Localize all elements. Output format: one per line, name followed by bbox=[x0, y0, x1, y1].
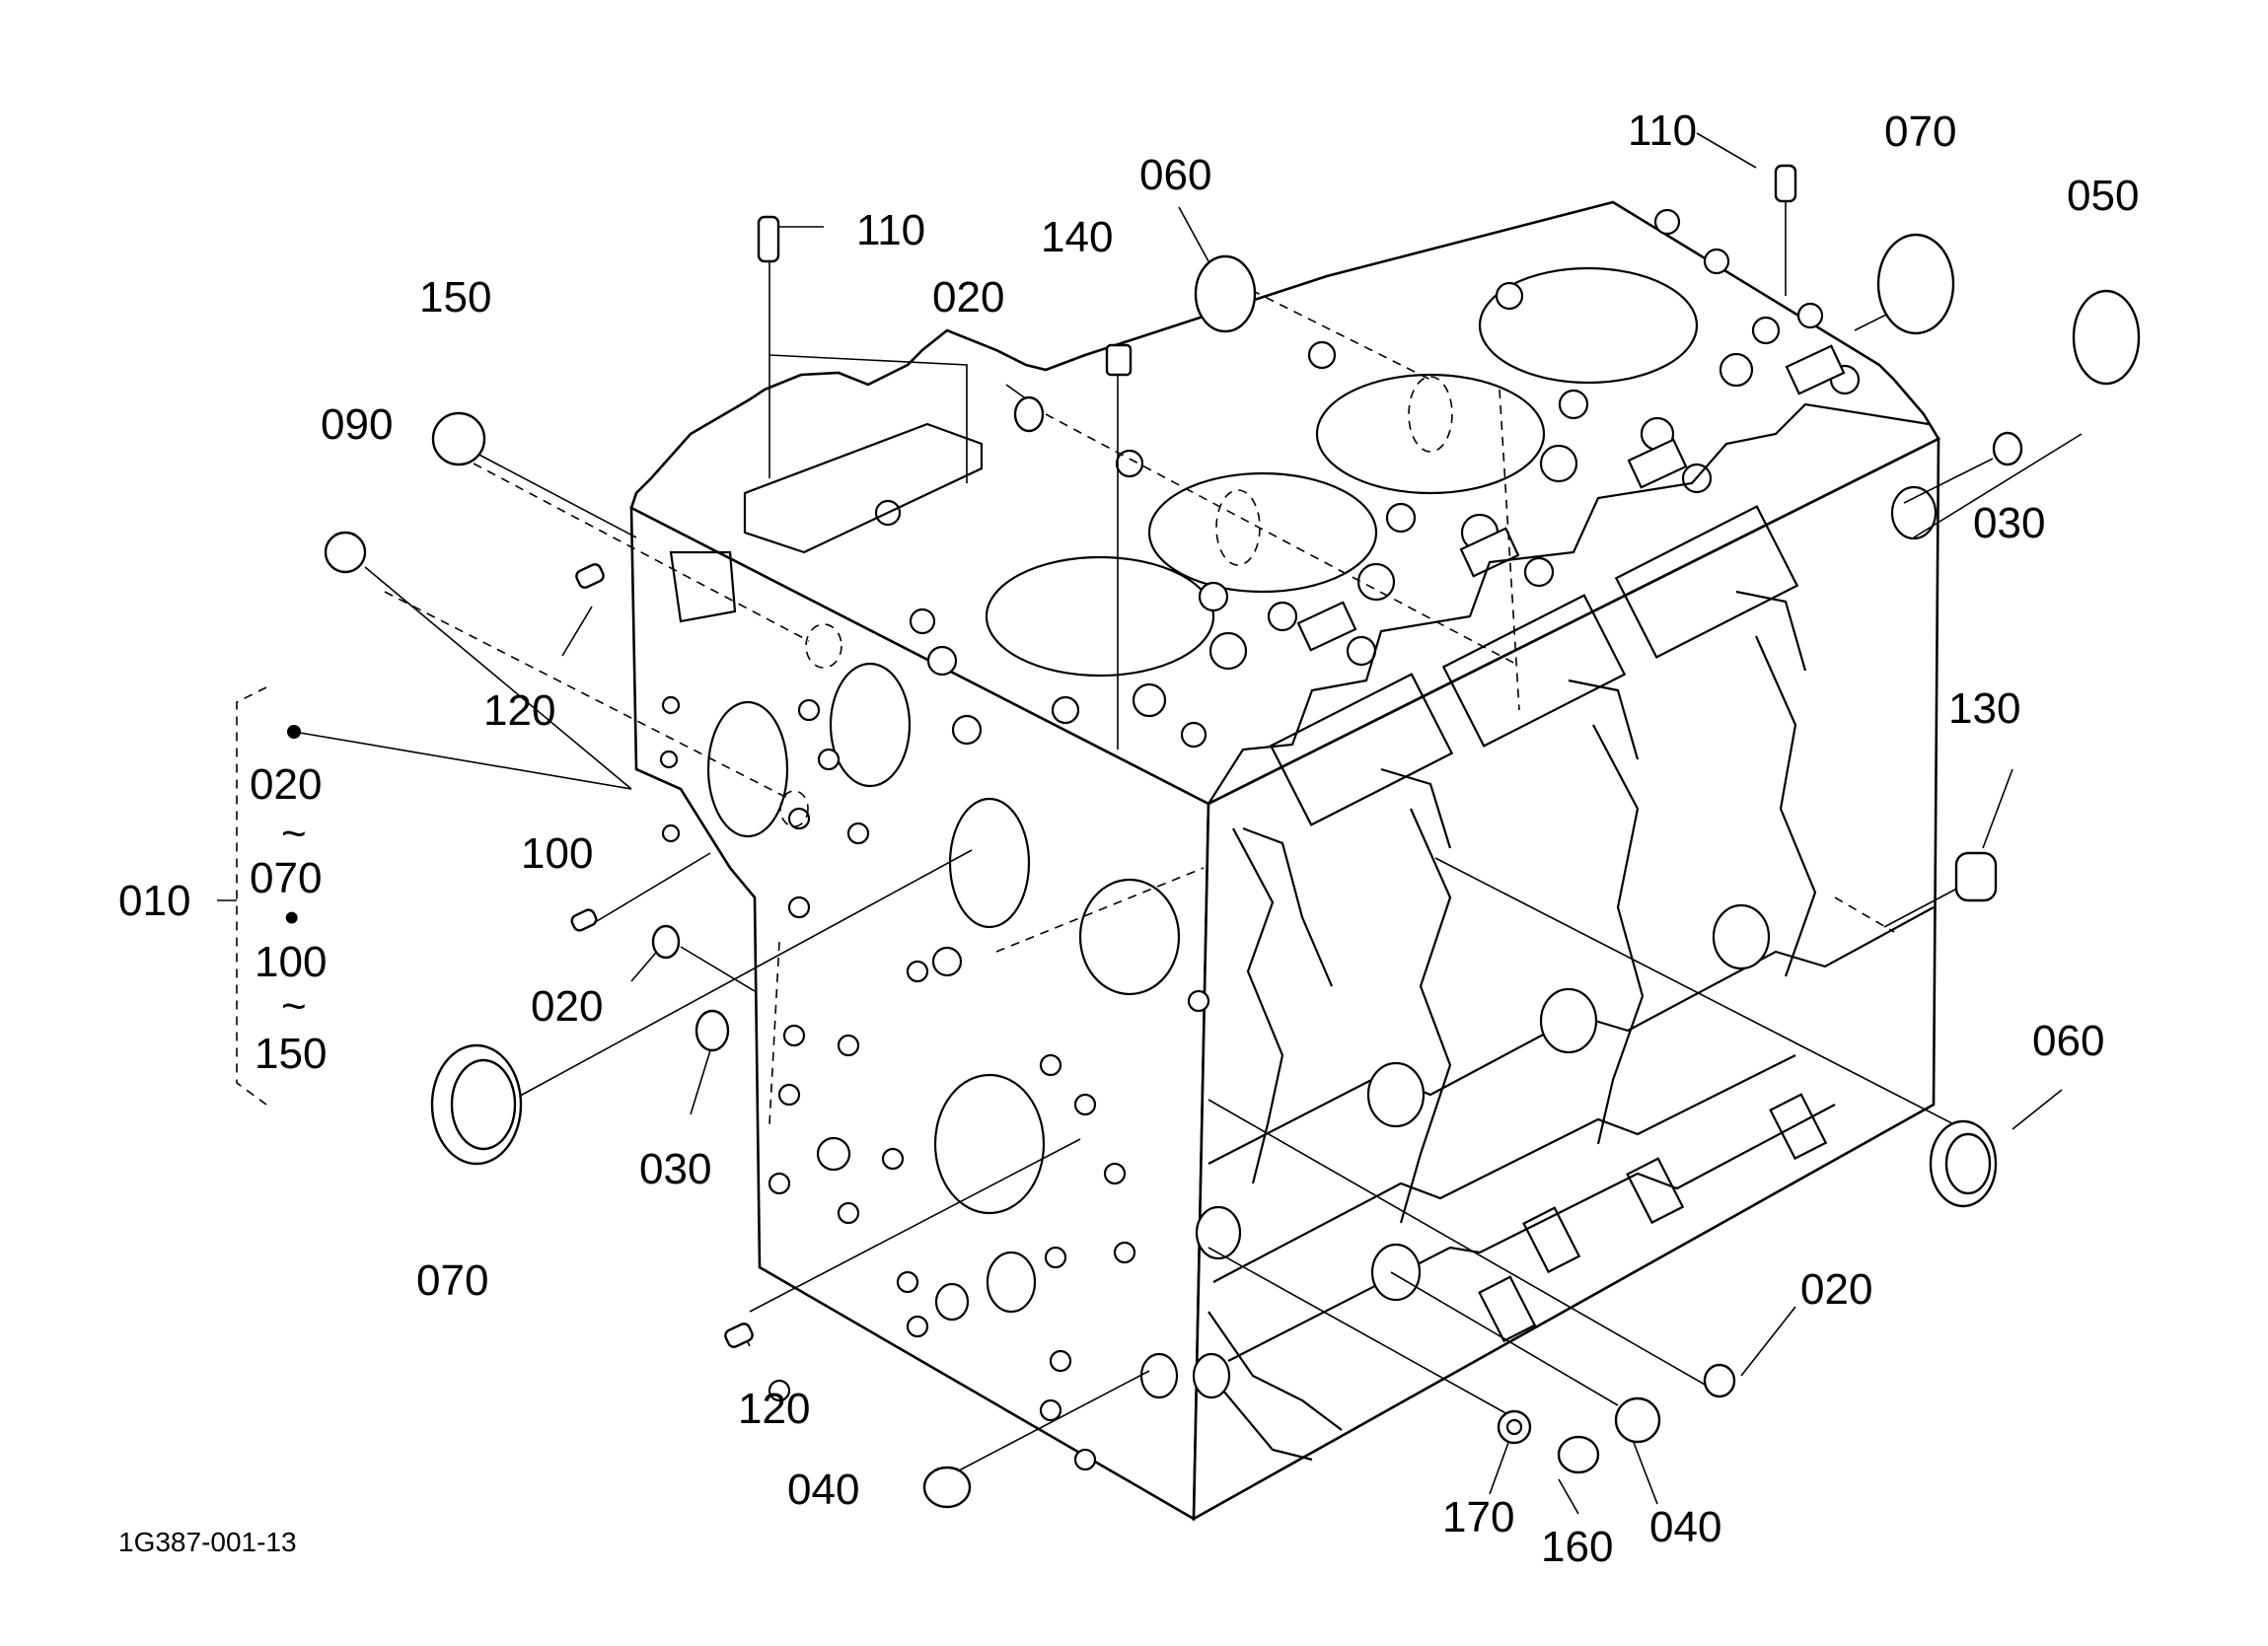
diagram-code: 1G387-001-13 bbox=[118, 1527, 297, 1557]
callout-060-top: 060 bbox=[1139, 151, 1211, 199]
callout-120-lower: 120 bbox=[738, 1385, 810, 1433]
group-range-a-from: 020 bbox=[250, 760, 322, 809]
callout-160: 160 bbox=[1541, 1523, 1613, 1571]
callout-130: 130 bbox=[1948, 684, 2020, 733]
loose-parts bbox=[324, 164, 2141, 1509]
callout-020-top: 020 bbox=[932, 273, 1004, 322]
front-face-holes bbox=[659, 695, 1210, 1471]
callout-020-right: 020 bbox=[1800, 1265, 1872, 1314]
group-range-b-from: 100 bbox=[255, 938, 327, 986]
group-range-b-sep: ~ bbox=[281, 982, 307, 1031]
callout-120-upper: 120 bbox=[483, 686, 555, 735]
group-bullet: • bbox=[284, 894, 299, 942]
callout-labels: 110 110 140 060 070 050 020 150 090 030 … bbox=[118, 107, 2139, 1571]
callout-060-right: 060 bbox=[2032, 1017, 2104, 1065]
crankcase-ribs bbox=[1195, 402, 1938, 1362]
callout-020-left: 020 bbox=[531, 982, 603, 1031]
callout-040-right: 040 bbox=[1649, 1503, 1721, 1551]
deck-holes bbox=[874, 208, 1861, 749]
group-bracket bbox=[217, 686, 301, 1106]
cylinder-block bbox=[629, 200, 1940, 1522]
callout-090: 090 bbox=[321, 400, 393, 449]
leader-lines bbox=[293, 132, 2083, 1515]
callout-030-left: 030 bbox=[639, 1145, 711, 1193]
callout-150: 150 bbox=[419, 273, 491, 322]
callout-110-left: 110 bbox=[856, 206, 925, 254]
group-range-a-to: 070 bbox=[250, 854, 322, 902]
callout-050: 050 bbox=[2067, 172, 2139, 220]
callout-070-left: 070 bbox=[416, 1256, 488, 1305]
group-dot bbox=[287, 725, 301, 739]
group-label: 010 bbox=[118, 877, 190, 925]
callout-030-right: 030 bbox=[1973, 499, 2045, 547]
callout-040-left: 040 bbox=[787, 1466, 859, 1514]
group-range-b-to: 150 bbox=[255, 1030, 327, 1078]
callout-170: 170 bbox=[1442, 1493, 1514, 1541]
callout-070-right: 070 bbox=[1884, 107, 1956, 156]
group-range-a-sep: ~ bbox=[281, 810, 307, 858]
callout-110-right: 110 bbox=[1628, 107, 1697, 155]
callout-140: 140 bbox=[1041, 213, 1113, 261]
callout-100: 100 bbox=[521, 829, 593, 878]
